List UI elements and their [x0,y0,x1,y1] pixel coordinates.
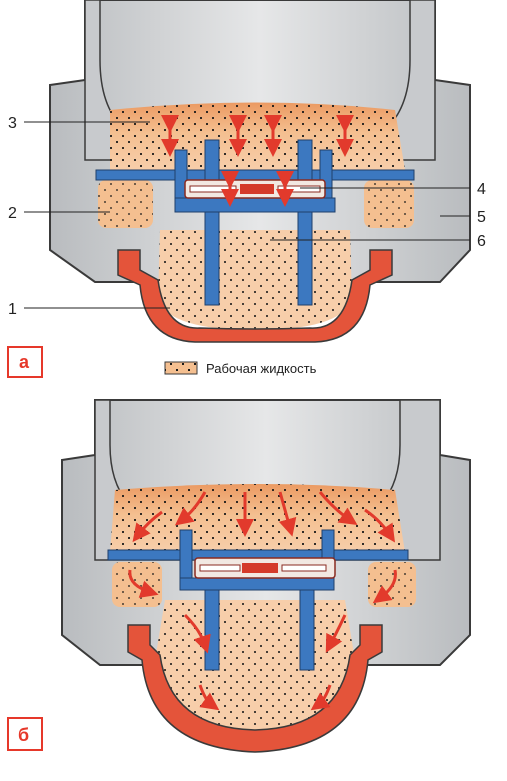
valve-disk-a [184,179,326,199]
figure-a: 3 2 1 4 5 6 а Рабочая жидкость [7,0,486,378]
callout-3: 3 [8,115,17,132]
badge-a [7,346,43,378]
callout-2: 2 [8,205,17,222]
badge-b-label: б [18,725,29,745]
callout-1: 1 [8,301,17,318]
callout-4: 4 [477,181,486,198]
callout-5: 5 [477,209,486,226]
piston-b [107,529,409,671]
rubber-diaphragm [117,249,393,343]
up-down-arrow-icon [161,115,354,207]
legend-label: Рабочая жидкость [206,361,317,376]
flow-arrow-icon [128,491,397,711]
badge-b [7,717,43,751]
badge-a-label: а [19,352,30,372]
rubber-diaphragm-b [127,624,383,753]
callout-6: 6 [477,233,486,250]
valve-disk-b [194,557,336,579]
figure-b: б [7,399,471,753]
